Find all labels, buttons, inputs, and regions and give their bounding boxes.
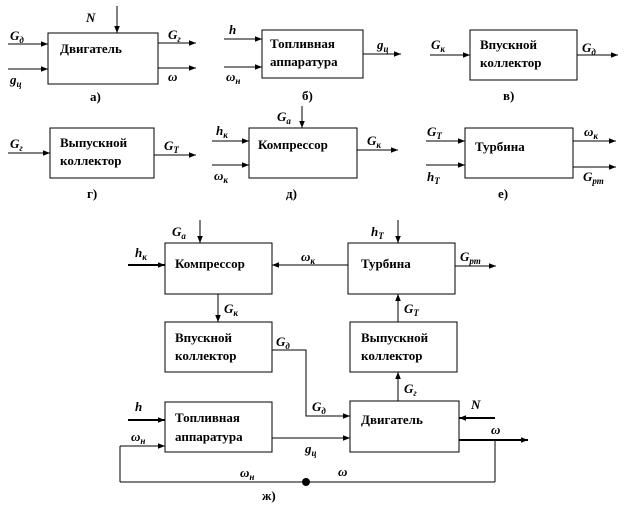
diagram-zh: Компрессор Gа hк Турбина hТ Gрт ωк Впуск… [119,220,528,503]
caption-a: а) [90,89,101,104]
zh-signal-GT: GТ [404,301,419,318]
intake-label-2: коллектор [480,55,541,70]
diagram-v: Впускной коллектор Gк Gд в) [430,29,618,103]
zh-signal-omega: ω [491,422,500,437]
zh-exhaust-label-1: Выпускной [361,330,429,345]
signal-omega-n: ωн [226,69,240,86]
diagram-d: Компрессор Gа hк ωк Gк д) [212,106,398,201]
zh-signal-Gd-out: Gд [276,334,290,351]
zh-intake-label-2: коллектор [175,348,236,363]
zh-intake-label-1: Впускной [175,330,233,345]
diagram-b: Топливная аппаратура h ωн gц б) [224,22,401,103]
signal-Gpr: Gрт [583,169,604,186]
signal-omega: ω [168,69,177,84]
zh-fuel-label-1: Топливная [175,410,240,425]
signal-h: h [229,22,236,37]
zh-turbine-label: Турбина [361,256,411,271]
diagram-g: Выпускной коллектор Gг GТ г) [8,127,196,201]
zh-engine-label: Двигатель [361,412,423,427]
zh-signal-Gg: Gг [404,381,417,398]
compressor-block [248,127,358,179]
engine-label: Двигатель [60,41,122,56]
compressor-label: Компрессор [258,137,328,152]
zh-signal-omega-line: ω [338,464,347,479]
zh-signal-Gd-in: Gд [312,399,326,416]
caption-b: б) [302,88,313,103]
zh-branch-node [302,478,310,486]
turbine-block [464,127,574,179]
fuel-label-1: Топливная [270,36,335,51]
caption-e: е) [498,186,508,201]
diagram-a: Двигатель N Gд gц Gг ω а) [8,6,196,104]
zh-Gd-connector [272,349,350,419]
signal-N: N [85,10,96,25]
diagram-e: Турбина GТ hТ ωк Gрт е) [426,124,616,201]
signal-Gd-v: Gд [582,40,596,57]
caption-g: г) [87,186,97,201]
zh-fuel-block [164,401,273,453]
exhaust-label-2: коллектор [60,153,121,168]
signal-hT: hТ [427,169,440,186]
zh-signal-gts: gц [304,441,317,458]
zh-exhaust-label-2: коллектор [361,348,422,363]
exhaust-label-1: Выпускной [60,135,128,150]
zh-fuel-label-2: аппаратура [175,429,243,444]
zh-signal-h: h [135,399,142,414]
zh-engine-block [349,400,460,453]
signal-Gg-g: Gг [10,136,23,153]
zh-turbine-block [347,242,456,295]
zh-signal-hk: hк [135,245,147,262]
signal-omega-k: ωк [214,168,228,185]
signal-Gg: Gг [168,27,181,44]
zh-signal-Gk: Gк [224,301,238,318]
signal-Gd: Gд [10,28,24,45]
zh-signal-omega-n-in: ωн [131,429,145,446]
signal-omega-k-e: ωк [584,124,598,141]
fuel-block [261,29,364,79]
intake-label-1: Впускной [480,37,538,52]
engine-block [47,32,159,85]
signal-GT-e: GТ [427,124,442,141]
zh-signal-Gpr: Gрт [460,249,481,266]
fuel-label-2: аппаратура [270,54,338,69]
caption-v: в) [503,88,514,103]
zh-signal-omega-k: ωк [301,249,315,266]
signal-GT: GТ [164,138,179,155]
signal-Gk-d: Gк [367,133,381,150]
signal-Gk: Gк [431,37,445,54]
signal-gts: gц [9,72,22,89]
signal-hk: hк [216,123,228,140]
signal-Ga: Gа [277,109,291,126]
zh-compressor-label: Компрессор [175,256,245,271]
zh-signal-N: N [470,397,481,412]
zh-signal-Ga: Gа [172,224,186,241]
caption-zh: ж) [262,488,276,503]
zh-intake-block [164,321,273,373]
zh-signal-hT: hТ [371,224,384,241]
signal-gts-b: gц [376,37,389,54]
caption-d: д) [286,186,297,201]
zh-signal-omega-n-line: ωн [240,465,254,482]
turbine-label: Турбина [475,139,525,154]
zh-exhaust-block [349,321,458,373]
